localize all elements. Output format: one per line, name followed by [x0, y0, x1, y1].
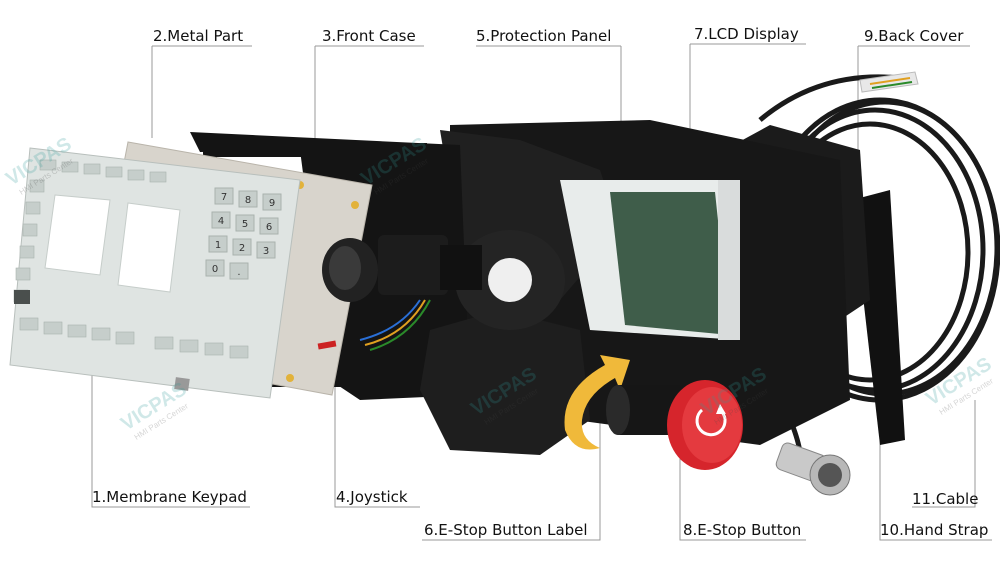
keypad-key: [214, 187, 234, 205]
keypad-key: [232, 238, 252, 256]
keypad-key-label: 0: [212, 264, 218, 275]
keypad-key-label: 2: [239, 243, 245, 254]
label-estop-button-label: 6.E-Stop Button Label: [424, 521, 588, 539]
keypad-key: [256, 241, 276, 259]
membrane-keypad: 7 8 9 4 5 6 1 2 3 0.: [9, 147, 301, 399]
keypad-key-label: 9: [269, 198, 275, 209]
keypad-key-label: 1: [215, 240, 221, 251]
keypad-key-label: .: [237, 267, 240, 278]
keypad-key: [238, 190, 258, 208]
label-back-cover: 9.Back Cover: [864, 27, 964, 45]
rotation-arrow: [564, 355, 630, 450]
label-lcd-display: 7.LCD Display: [694, 25, 799, 43]
keypad-key-label: 8: [245, 195, 251, 206]
numeric-keys: 7 8 9 4 5 6 1 2 3 0.: [205, 187, 282, 280]
joystick-housing: [420, 230, 590, 455]
label-front-case: 3.Front Case: [322, 27, 416, 45]
keypad-key: [229, 262, 249, 280]
keypad-buttons: [13, 159, 249, 359]
estop-button: [606, 380, 743, 470]
label-estop-button: 8.E-Stop Button: [683, 521, 802, 539]
label-joystick: 4.Joystick: [336, 488, 408, 506]
keypad-key: [259, 217, 279, 235]
keypad-key-label: 3: [263, 246, 269, 257]
keypad-key-label: 6: [266, 222, 272, 233]
keypad-key: [205, 259, 225, 277]
label-protection-panel: 5.Protection Panel: [476, 27, 612, 45]
label-hand-strap: 10.Hand Strap: [880, 521, 989, 539]
keypad-key: [262, 193, 282, 211]
joystick: [317, 235, 482, 351]
leader-lines: [91, 43, 992, 541]
label-cable: 11.Cable: [912, 490, 979, 508]
label-metal-part: 2.Metal Part: [153, 27, 244, 45]
keypad-key: [208, 235, 228, 253]
keypad-key: [211, 211, 231, 229]
lcd-display: [560, 180, 740, 340]
round-connector: [775, 442, 851, 496]
keypad-key-label: 4: [218, 216, 224, 227]
keypad-key: [235, 214, 255, 232]
keypad-key-label: 5: [242, 219, 248, 230]
keypad-key-label: 7: [221, 192, 227, 203]
label-membrane-keypad: 1.Membrane Keypad: [92, 488, 247, 506]
